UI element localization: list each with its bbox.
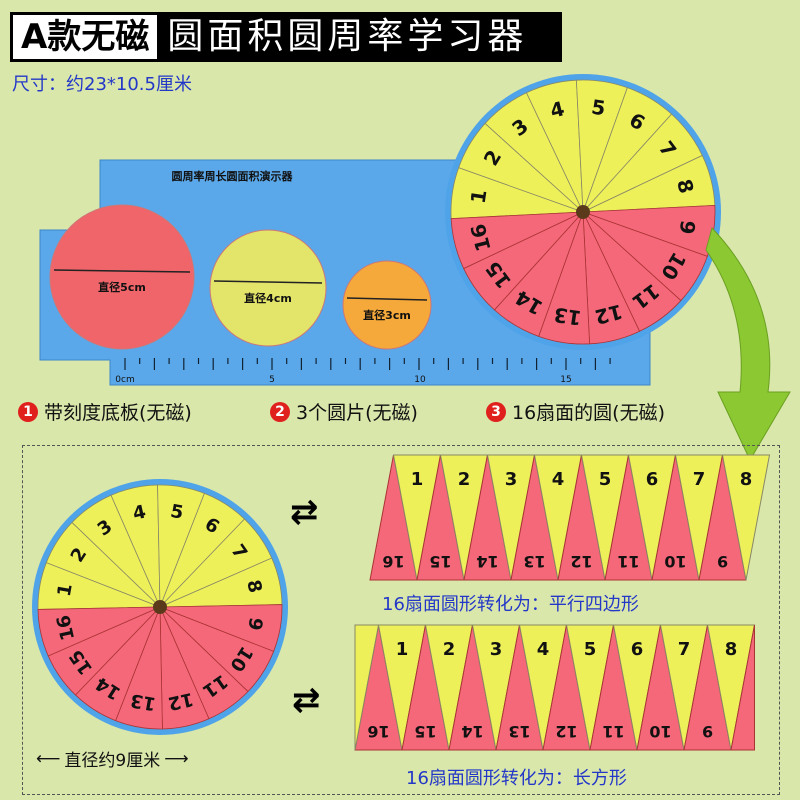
sector-number: 1 (396, 639, 409, 660)
sector-number: 6 (646, 469, 659, 490)
sector-number: 8 (740, 469, 753, 490)
sector-number: 5 (599, 469, 612, 490)
ruler-label: 5 (269, 375, 275, 385)
sector-number: 10 (649, 722, 671, 741)
sector-number: 11 (617, 552, 639, 571)
size-text: 尺寸：约23*10.5厘米 (12, 74, 192, 95)
disc-label: 直径4cm (244, 291, 292, 305)
sector-number: 6 (631, 639, 644, 660)
sector-number: 4 (548, 97, 567, 123)
sector-number: 4 (537, 639, 550, 660)
diameter-line (346, 297, 428, 301)
sector-number: 2 (458, 469, 471, 490)
sector-number: 3 (505, 469, 518, 490)
sector-number: 14 (461, 722, 483, 741)
swap-icon: ⇄ (290, 492, 319, 532)
sector-number: 13 (129, 689, 158, 714)
board-label: 圆周率周长圆面积演示器 (172, 169, 294, 183)
sector-number: 10 (664, 552, 686, 571)
red-half-sector (730, 624, 755, 751)
sector-number: 3 (490, 639, 503, 660)
sector-number: 1 (54, 582, 77, 598)
diameter-line (53, 269, 191, 273)
sector-number: 8 (672, 177, 698, 196)
sector-number: 9 (243, 616, 266, 632)
sector-number: 9 (717, 552, 728, 571)
wheel-sector (450, 211, 584, 270)
sector-number: 9 (702, 722, 713, 741)
title-banner: A款无磁 圆面积圆周率学习器 (10, 12, 562, 62)
sector-number: 8 (725, 639, 738, 660)
ruler-label: 10 (414, 375, 426, 385)
sector-number: 13 (523, 552, 545, 571)
legend-number: 3 (486, 401, 506, 422)
swap-icon: ⇄ (292, 680, 321, 720)
curved-arrow-icon (705, 227, 791, 462)
legend-number: 2 (270, 401, 290, 422)
sector-number: 1 (411, 469, 424, 490)
wheel-sector (37, 606, 161, 657)
yellow-sector (721, 454, 771, 581)
sector-number: 15 (414, 722, 436, 741)
disc (342, 260, 432, 350)
disc-label: 直径5cm (98, 280, 146, 294)
rectangle-strip (354, 624, 756, 751)
sector-number: 1 (467, 188, 492, 205)
demo-panel (22, 445, 780, 795)
disc (209, 229, 327, 347)
sector-number: 11 (602, 722, 624, 741)
yellow-half-sector (354, 624, 380, 751)
sector-number: 13 (508, 722, 530, 741)
legend-item-1: 1 带刻度底板(无磁) (18, 398, 192, 425)
sector-number: 12 (555, 722, 577, 741)
legend-text: 16扇面的圆(无磁) (512, 402, 666, 424)
sector-number: 9 (675, 219, 700, 236)
sector-number: 2 (443, 639, 456, 660)
rectangle-caption: 16扇面圆形转化为：长方形 (406, 768, 627, 789)
sector-number: 5 (590, 96, 607, 121)
product-title: 圆面积圆周率学习器 (167, 16, 528, 57)
legend-item-2: 2 3个圆片(无磁) (270, 398, 418, 425)
sector-number: 12 (570, 552, 592, 571)
wheel-pivot (576, 205, 590, 219)
parallelogram-caption: 16扇面圆形转化为：平行四边形 (382, 594, 639, 615)
sector-number: 7 (693, 469, 706, 490)
legend-item-3: 3 16扇面的圆(无磁) (486, 398, 665, 425)
arrow-right-icon: ⟶ (164, 748, 189, 769)
sector-number: 7 (678, 639, 691, 660)
disc-label: 直径3cm (363, 308, 411, 322)
legend-text: 3个圆片(无磁) (296, 402, 418, 424)
sector-number: 13 (552, 303, 583, 330)
sector-number: 8 (242, 578, 265, 595)
sector-number: 5 (584, 639, 597, 660)
legend-number: 1 (18, 401, 38, 422)
wheel-pivot (153, 600, 167, 614)
diameter-line (213, 280, 323, 284)
legend-text: 带刻度底板(无磁) (44, 402, 192, 424)
sector-number: 4 (131, 502, 148, 525)
sector-number: 5 (169, 501, 185, 524)
sector-number: 16 (382, 552, 404, 571)
parallelogram-strip (369, 454, 771, 581)
arrow-left-icon: ⟵ (36, 748, 61, 769)
sector-number: 15 (429, 552, 451, 571)
ruler-label: 0cm (115, 375, 134, 385)
ruler-label: 15 (560, 375, 571, 385)
variant-badge: A款无磁 (13, 15, 158, 59)
sector-number: 14 (476, 552, 498, 571)
disc (49, 204, 195, 350)
diameter-label: ⟵ 直径约9厘米 ⟶ (36, 748, 189, 772)
sector-number: 16 (367, 722, 389, 741)
sector-number: 4 (552, 469, 565, 490)
